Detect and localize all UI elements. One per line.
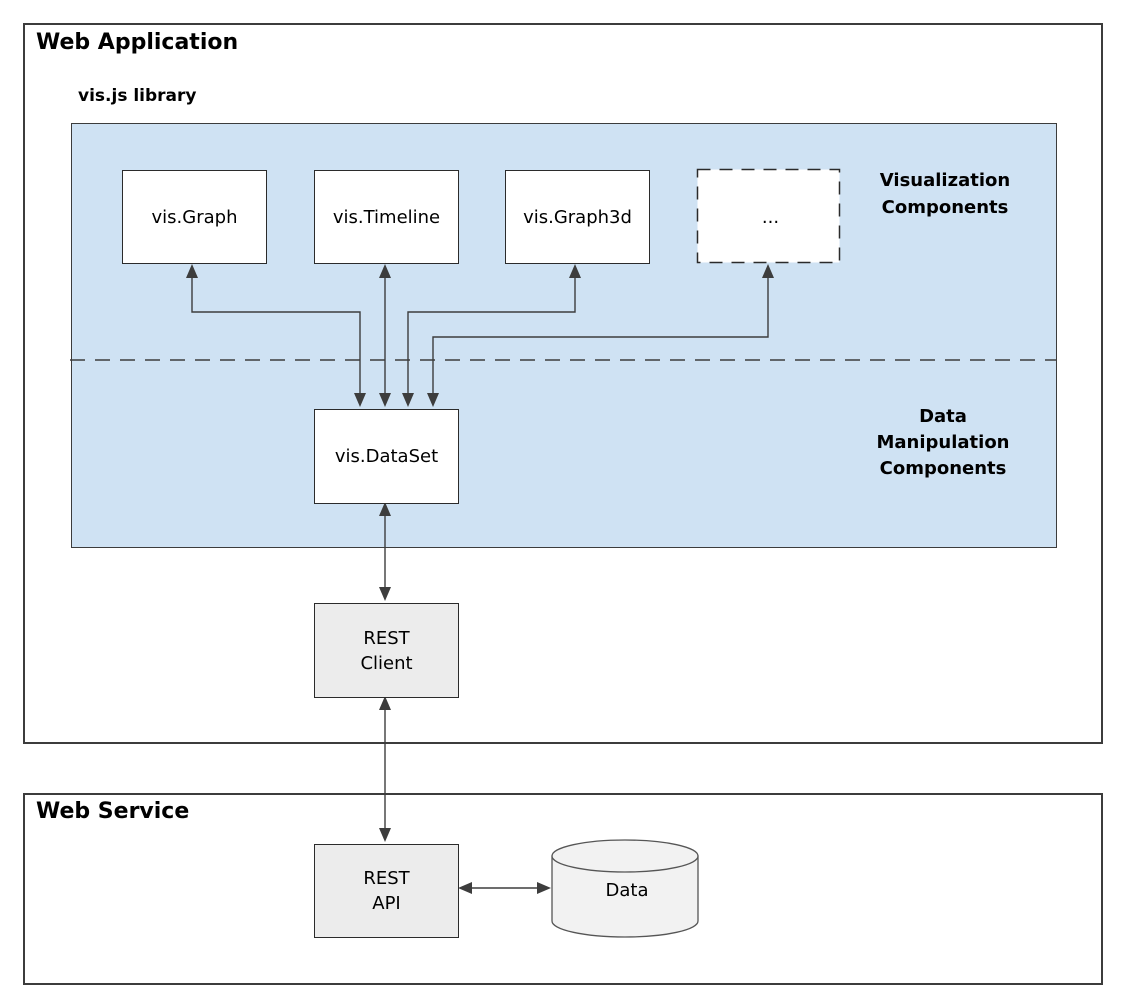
node-vis-graph3d: vis.Graph3d: [505, 170, 650, 264]
web-application-group: Web Application vis.js library vis.Graph…: [23, 23, 1103, 744]
visjs-library-panel: vis.Graph vis.Timeline vis.Graph3d ... V…: [71, 123, 1057, 548]
node-vis-dataset-label: vis.DataSet: [334, 446, 439, 467]
data-store-text: Data: [605, 879, 649, 901]
node-vis-graph-label: vis.Graph: [151, 206, 238, 228]
web-application-title: Web Application: [36, 30, 239, 55]
node-vis-timeline: vis.Timeline: [314, 170, 459, 264]
node-rest-client: REST Client: [314, 603, 459, 698]
web-service-title: Web Service: [36, 799, 190, 824]
node-more-components: ...: [699, 170, 842, 264]
node-rest-client-label: REST Client: [360, 627, 413, 674]
node-vis-dataset: vis.DataSet: [314, 409, 459, 504]
node-vis-graph: vis.Graph: [122, 170, 267, 264]
data-manipulation-components-text: Data Manipulation Components: [876, 406, 1010, 479]
visjs-library-label: vis.js library: [78, 86, 197, 106]
visualization-components-text: Visualization Components: [879, 170, 1011, 218]
visualization-components-label: Visualization Components: [845, 167, 1045, 221]
node-vis-graph3d-label: vis.Graph3d: [523, 206, 632, 228]
web-service-group: Web Service REST API Data: [23, 793, 1103, 985]
node-rest-api-label: REST API: [363, 868, 410, 914]
node-more-components-label: ...: [761, 206, 780, 228]
node-rest-api: REST API: [314, 844, 459, 938]
node-data-store-label: Data: [554, 868, 700, 912]
data-manipulation-components-label: Data Manipulation Components: [843, 404, 1043, 482]
node-vis-timeline-label: vis.Timeline: [332, 206, 441, 228]
